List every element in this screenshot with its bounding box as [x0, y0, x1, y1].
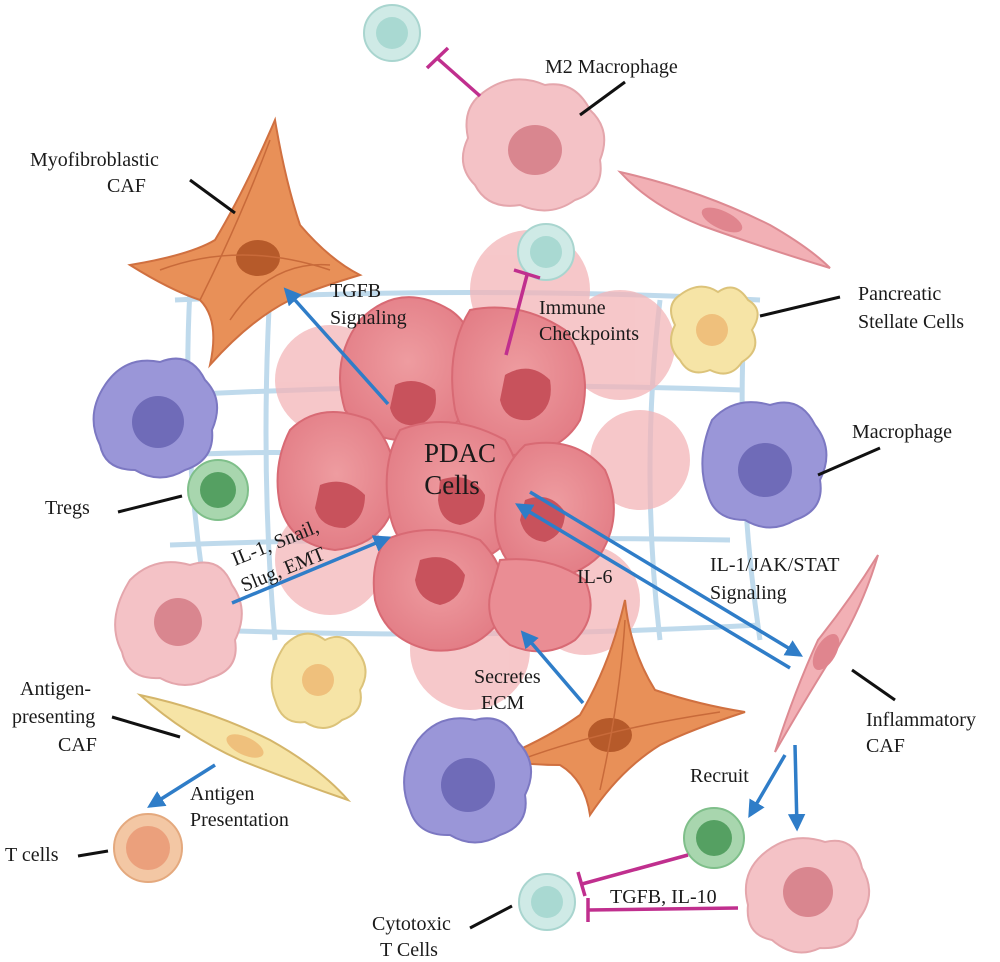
myofibroblastic-caf-label-line2: CAF: [107, 175, 146, 197]
tgfb-signaling-arrow: [283, 287, 390, 406]
stellate-spindle-cell-top: [617, 170, 831, 269]
treg-cell: [187, 459, 249, 521]
treg-inhibition-line: [581, 853, 689, 886]
tumor-cell: [372, 529, 506, 652]
recruit-treg-arrow: [748, 754, 787, 819]
m2-macrophage-label: M2 Macrophage: [545, 56, 678, 78]
treg-inhibition-bar: [576, 871, 587, 897]
antigen-presenting-caf-pointer: [111, 715, 181, 739]
il1-jak-stat-label-line1: IL-1/JAK/STAT: [710, 554, 840, 576]
macrophage-cell-left: [92, 357, 219, 479]
tregs-label: Tregs: [45, 497, 90, 519]
m2-macrophage-cell: [461, 78, 606, 212]
m2-macrophage-pointer: [579, 80, 626, 117]
apcaf-label-line2: presenting: [12, 706, 95, 728]
tumor-cell: [493, 441, 615, 579]
secretes-ecm-label-line2: ECM: [481, 692, 525, 714]
apcaf-label-line1: Antigen-: [20, 678, 91, 700]
inflammatory-caf-label-line2: CAF: [866, 735, 905, 757]
immune-checkpoints-label-line1: Immune: [539, 297, 606, 319]
tgfb-signaling-label-line2: Signaling: [330, 307, 407, 329]
myofibroblastic-caf-cell-lower: [491, 599, 746, 818]
antigen-presentation-arrow: [147, 763, 216, 808]
pdac-cells-label-line1: PDAC: [424, 438, 496, 468]
tregs-pointer: [117, 494, 183, 514]
recruited-macrophage-cell: [744, 837, 870, 954]
recruited-treg-cell: [683, 807, 745, 869]
t-cells-label: T cells: [5, 844, 59, 866]
cytotoxic-t-cell-bottom: [518, 873, 576, 931]
pancreatic-stellate-label-line2: Stellate Cells: [858, 311, 964, 333]
macrophage-cell-right: [701, 401, 828, 529]
secretes-ecm-label-line1: Secretes: [474, 666, 541, 688]
tumor-cell: [276, 411, 397, 552]
pink-macrophage-cell-left: [114, 561, 243, 686]
cytotoxic-t-cells-pointer: [469, 904, 513, 930]
macrophage-pointer: [817, 446, 881, 477]
cytotoxic-t-cells-label-line2: T Cells: [380, 939, 438, 961]
cytotoxic-t-cells-label-line1: Cytotoxic: [372, 913, 451, 935]
il1-snail-slug-emt-arrow: [231, 535, 392, 605]
myofibroblastic-caf-label-line1: Myofibroblastic: [30, 149, 159, 171]
t-cell: [113, 813, 183, 883]
recruit-macrophage-arrow: [787, 744, 806, 832]
il6-label: IL-6: [577, 566, 613, 588]
antigen-presentation-label-line2: Presentation: [190, 809, 289, 831]
t-cells-pointer: [77, 849, 109, 858]
pdac-cells-label-line2: Cells: [424, 470, 480, 500]
macrophage-label: Macrophage: [852, 421, 952, 443]
immune-checkpoints-label-line2: Checkpoints: [539, 323, 639, 345]
antigen-presentation-label-line1: Antigen: [190, 783, 254, 805]
antigen-presenting-caf-cell: [136, 693, 352, 803]
cytotoxic-t-cell-center: [517, 223, 575, 281]
m2-inhibition-line: [435, 56, 482, 98]
tumor-cell: [385, 421, 522, 567]
tumor-cell: [451, 306, 586, 457]
myofibroblastic-caf-pointer: [189, 178, 236, 215]
tgfb-signaling-label-line1: TGFB: [330, 280, 381, 302]
pancreatic-stellate-cell-lower: [270, 632, 367, 729]
inflammatory-caf-label-line1: Inflammatory: [866, 709, 976, 731]
m2-inhibition-bar: [425, 46, 450, 70]
il6-arrow: [514, 503, 791, 670]
tgfb-il10-label: TGFB, IL-10: [610, 886, 717, 908]
pancreatic-stellate-pointer: [759, 295, 841, 318]
pancreatic-stellate-cell: [670, 285, 759, 375]
secretes-ecm-arrow: [520, 630, 585, 705]
inflammatory-caf-cell: [774, 554, 879, 753]
pdac-tumor-cluster: [276, 296, 615, 653]
apcaf-label-line3: CAF: [58, 734, 97, 756]
pancreatic-stellate-label-line1: Pancreatic: [858, 283, 941, 305]
inflammatory-caf-pointer: [851, 668, 896, 702]
immune-checkpoint-inhibition-line: [504, 274, 529, 356]
tumor-cell: [488, 558, 592, 653]
myofibroblastic-caf-cell: [127, 116, 363, 369]
il1-jak-stat-arrow: [529, 490, 803, 657]
recruit-label: Recruit: [690, 765, 749, 787]
macrophage-cell-bottom: [403, 717, 533, 844]
il1-jak-stat-label-line2: Signaling: [710, 582, 787, 604]
cytotoxic-t-cell-top: [363, 4, 421, 62]
macrophage-inhibition-line: [587, 906, 739, 912]
immune-checkpoint-inhibition-bar: [513, 268, 541, 280]
